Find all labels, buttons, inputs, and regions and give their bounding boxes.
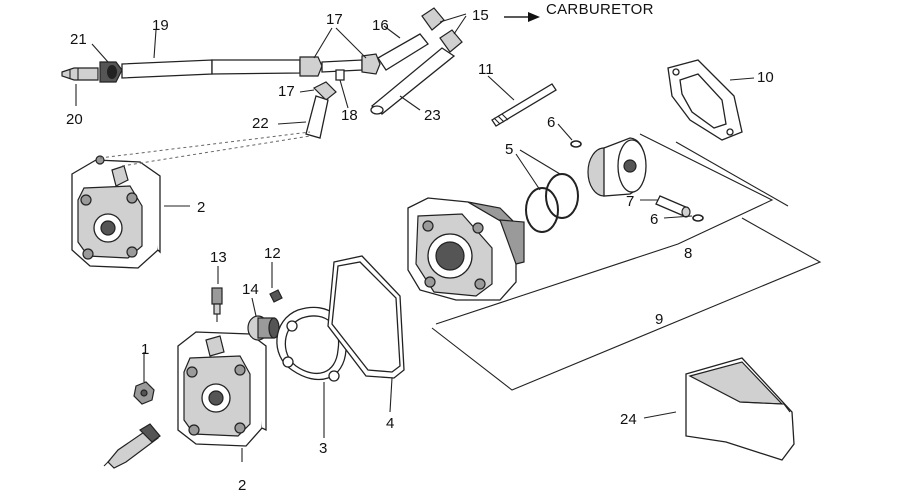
callout-17: 17 (278, 83, 295, 100)
callout-3: 3 (319, 440, 327, 457)
base-gasket (667, 59, 743, 141)
nut (133, 381, 155, 405)
callout-4: 4 (386, 415, 394, 432)
callout-19: 19 (152, 17, 169, 34)
callout-8: 8 (684, 245, 692, 262)
callout-21: 21 (70, 31, 87, 48)
carburetor-label: CARBURETOR (546, 1, 654, 18)
stud-bolt (491, 83, 557, 127)
circlip-upper (570, 140, 582, 148)
cylinder-head-lower (177, 331, 267, 447)
wrist-pin (655, 195, 691, 218)
callout-17: 17 (326, 11, 343, 28)
assembly-brackets (431, 133, 822, 391)
callout-12: 12 (264, 245, 281, 262)
callout-16: 16 (372, 17, 389, 34)
callout-20: 20 (66, 111, 83, 128)
callout-2: 2 (197, 199, 205, 216)
cylinder-head-upper (71, 155, 161, 269)
piston (587, 137, 647, 197)
callout-10: 10 (757, 69, 774, 86)
instruction-booklet (685, 357, 795, 461)
leader-lines (75, 13, 755, 462)
callout-22: 22 (252, 115, 269, 132)
callout-18: 18 (341, 107, 358, 124)
callout-numbers: 1 2 2 3 4 5 6 6 7 8 9 10 11 12 13 14 15 … (66, 7, 774, 491)
circlip-lower (692, 214, 704, 222)
callout-23: 23 (424, 107, 441, 124)
callout-13: 13 (210, 249, 227, 266)
callout-1: 1 (141, 341, 149, 358)
thermostat-fitting (247, 315, 280, 341)
callout-9: 9 (655, 311, 663, 328)
piston-rings (525, 173, 579, 233)
callout-11: 11 (478, 61, 494, 78)
dashed-leader (99, 131, 311, 159)
callout-5: 5 (505, 141, 513, 158)
dashed-leader (121, 135, 311, 167)
callout-6: 6 (650, 211, 658, 228)
temperature-sensor (211, 287, 223, 322)
callout-7: 7 (626, 193, 634, 210)
callout-2: 2 (238, 477, 246, 491)
cylinder-block (407, 197, 525, 301)
screw (269, 289, 283, 303)
carburetor-direction-arrow (504, 12, 540, 22)
callout-15: 15 (472, 7, 489, 24)
callout-6: 6 (547, 114, 555, 131)
fuel-hose-assembly (61, 7, 463, 139)
callout-14: 14 (242, 281, 259, 298)
callout-24: 24 (620, 411, 637, 428)
spark-plug (103, 423, 161, 469)
head-gasket (327, 255, 405, 379)
